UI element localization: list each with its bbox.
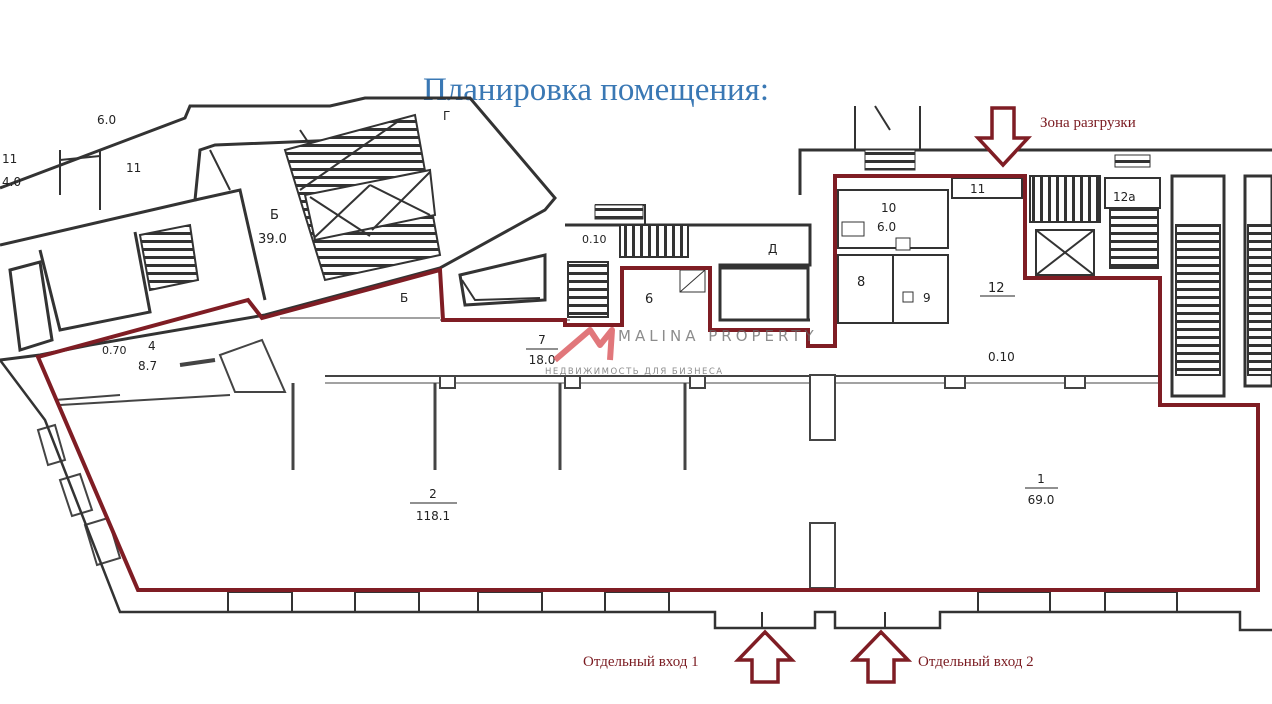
room-6: 6 — [645, 292, 653, 307]
left-stairs — [138, 113, 547, 307]
room-10-area: 6.0 — [877, 220, 896, 234]
room-10-number: 10 — [881, 201, 896, 215]
room-9: 9 — [923, 291, 931, 305]
main-hall-mark: 0.10 — [988, 350, 1015, 364]
room-2-area: 118.1 — [416, 509, 450, 523]
entrance-1-arrow-icon — [733, 629, 797, 684]
watermark-tagline: НЕДВИЖИМОСТЬ ДЛЯ БИЗНЕСА — [545, 367, 724, 377]
left-block-labels: Б 39.0 11 4.0 6.0 11 Г — [2, 109, 450, 247]
room-left-11: 11 — [126, 161, 141, 175]
room-4-number: 4 — [148, 339, 156, 353]
room-5: Б — [400, 291, 408, 305]
room-4-side: 0.70 — [102, 344, 127, 357]
room-4-area: 8.7 — [138, 359, 157, 373]
room-12a: 12а — [1113, 190, 1136, 204]
page-title: Планировка помещения: — [422, 72, 770, 108]
right-stairs — [567, 149, 1272, 376]
room-1-number: 1 — [1037, 472, 1045, 486]
highlighted-premises-outline — [35, 174, 1260, 592]
room-ll-area: 4.0 — [2, 175, 21, 189]
room-7-number: 7 — [538, 333, 546, 347]
entrance-2-label: Отдельный вход 2 — [918, 654, 1034, 670]
watermark: MALINA PROPERTY НЕДВИЖИМОСТЬ ДЛЯ БИЗНЕСА — [545, 327, 818, 377]
room-1-area: 69.0 — [1028, 493, 1055, 507]
right-building-block — [565, 105, 1272, 398]
room-11: 11 — [970, 182, 985, 196]
room-2-number: 2 — [429, 487, 437, 501]
room-b-number: Б — [270, 208, 279, 223]
room-labels: 1 69.0 2 118.1 4 8.7 0.70 7 18.0 Б 6 8 9… — [102, 182, 1136, 523]
unloading-zone-label: Зона разгрузки — [1040, 115, 1136, 131]
room-d: Д — [768, 242, 777, 256]
room-12: 12 — [988, 281, 1005, 296]
room-8: 8 — [857, 275, 865, 290]
watermark-brand: MALINA PROPERTY — [618, 327, 818, 345]
unloading-arrow-icon — [973, 106, 1033, 168]
room-g: Г — [443, 109, 450, 123]
room-ll-number: 11 — [2, 152, 17, 166]
room-7-area: 18.0 — [529, 353, 556, 367]
room-small-mark: 0.10 — [582, 233, 607, 246]
entrance-1-label: Отдельный вход 1 — [583, 654, 699, 670]
room-top-area: 6.0 — [97, 113, 116, 127]
entrance-2-arrow-icon — [849, 629, 913, 684]
room-b-area: 39.0 — [258, 232, 287, 247]
main-hall-structure — [36, 317, 1160, 589]
arrows — [733, 106, 1033, 684]
